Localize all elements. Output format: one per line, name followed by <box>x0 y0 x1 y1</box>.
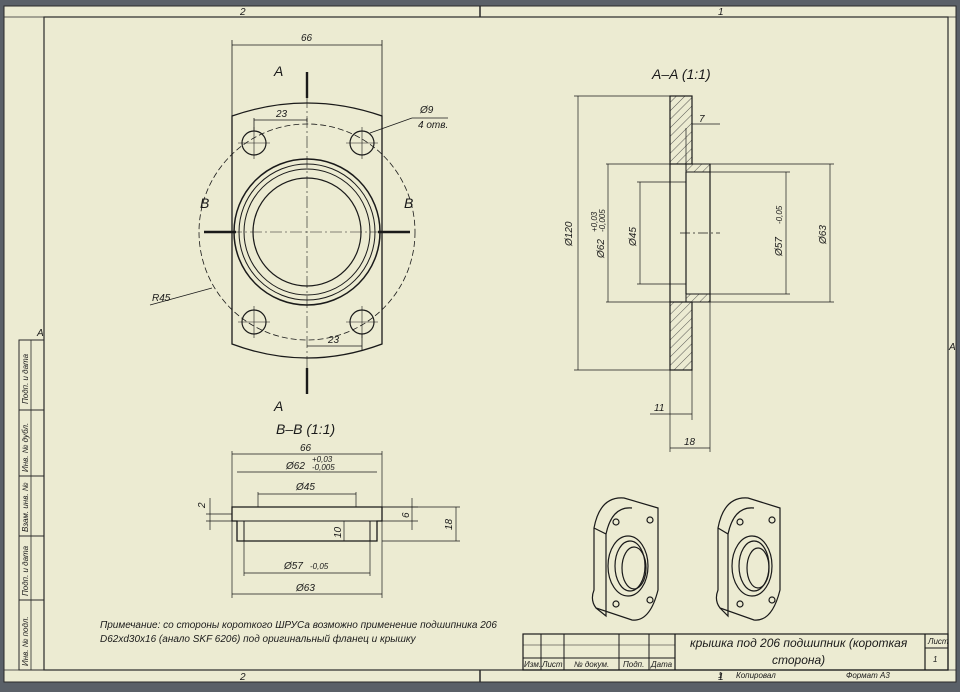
front-dim-hole-dia: Ø9 <box>419 105 434 116</box>
aa-dim-d45: Ø45 <box>628 227 639 247</box>
aa-dim-d63: Ø63 <box>818 225 829 245</box>
tb-format-label: Формат A3 <box>846 671 890 680</box>
tb-col-izm: Изм. <box>524 660 541 669</box>
tb-copied-label: Копировал <box>736 671 776 680</box>
zone-label-top-left: 2 <box>239 7 246 18</box>
front-dim-width: 66 <box>301 33 313 44</box>
aa-dim-11: 11 <box>654 403 664 414</box>
tb-col-doc: № докум. <box>574 660 609 669</box>
bb-dim-66: 66 <box>300 443 312 454</box>
side-stamp-label-2: Инв. № дубл. <box>21 423 30 472</box>
front-view <box>149 40 448 394</box>
bb-dim-6: 6 <box>401 512 412 518</box>
tb-col-date: Дата <box>650 660 673 669</box>
bb-dim-d63: Ø63 <box>295 583 315 594</box>
tb-sheet-number: 1 <box>933 655 937 664</box>
cut-label-b-left: B <box>200 195 209 211</box>
section-bb-title: B–B (1:1) <box>276 421 335 437</box>
front-dim-hole-bottom: 23 <box>327 335 340 346</box>
bb-dim-2: 2 <box>197 502 208 509</box>
side-stamp-label-5: Инв. № подл. <box>21 616 30 666</box>
note-line-2: D62xd30x16 (анало SKF 6206) под оригинал… <box>100 633 417 645</box>
tb-bottom-number: 1 <box>718 671 722 680</box>
isometric-view-2 <box>715 497 781 621</box>
front-radius-label: R45 <box>152 293 171 304</box>
aa-dim-7: 7 <box>699 114 705 125</box>
zone-label-side-right: A <box>948 342 956 353</box>
bb-dim-d45: Ø45 <box>295 482 315 493</box>
section-aa-title: A–A (1:1) <box>651 66 711 82</box>
sheet-background <box>3 5 957 683</box>
aa-dim-d62: Ø62 <box>596 239 607 259</box>
cut-label-b-right: B <box>404 195 413 211</box>
cut-label-a-top: A <box>273 63 283 79</box>
aa-dim-d62-tol-lower: -0,005 <box>598 209 607 232</box>
front-dimension-lines <box>149 40 448 350</box>
tb-col-sign: Подп. <box>623 660 644 669</box>
bb-dim-18: 18 <box>444 518 455 530</box>
note-line-1: Примечание: со стороны короткого ШРУСа в… <box>100 620 497 631</box>
side-stamp-label-3: Взам. инв. № <box>21 482 30 532</box>
title-block <box>522 633 949 671</box>
tb-title-line1: крышка под 206 подшипник (короткая <box>690 636 908 650</box>
cut-label-a-bottom: A <box>273 398 283 414</box>
aa-dim-d57-tol: -0,05 <box>775 205 784 224</box>
cut-lines <box>204 72 410 394</box>
zone-label-bottom-left: 2 <box>239 672 246 683</box>
front-hole-count: 4 отв. <box>418 120 448 131</box>
bb-dim-10: 10 <box>333 526 344 538</box>
zone-label-top-right: 1 <box>718 7 724 18</box>
aa-dim-d120: Ø120 <box>564 221 575 247</box>
tb-title-line2: сторона) <box>772 653 825 667</box>
side-stamp: Подп. и дата Инв. № дубл. Взам. инв. № П… <box>18 339 45 671</box>
front-dim-hole-top: 23 <box>275 109 288 120</box>
section-aa-view <box>574 95 834 452</box>
isometric-view-1 <box>591 497 659 621</box>
aa-dim-18: 18 <box>684 437 696 448</box>
bb-dim-d62-tol-upper: +0,03 <box>312 455 333 464</box>
bb-dim-d57: Ø57 <box>283 561 303 572</box>
bb-dim-d57-tol: -0,05 <box>310 562 329 571</box>
aa-dim-d57: Ø57 <box>774 237 785 257</box>
bb-dim-d62-tol-lower: -0,005 <box>312 463 335 472</box>
tb-col-list: Лист <box>541 660 563 669</box>
centerlines <box>210 96 404 372</box>
section-bb-view <box>206 451 460 598</box>
bb-dim-d62: Ø62 <box>285 461 305 472</box>
side-stamp-label-4: Подп. и дата <box>21 545 30 596</box>
zone-label-bottom-right: 1 <box>718 672 724 683</box>
tb-sheet-label: Лист <box>927 637 949 646</box>
aa-dim-d62-tol-upper: +0,03 <box>590 211 599 232</box>
zone-label-side-left: A <box>36 328 44 339</box>
flange-outline <box>231 102 383 359</box>
side-stamp-label-1: Подп. и дата <box>21 353 30 404</box>
